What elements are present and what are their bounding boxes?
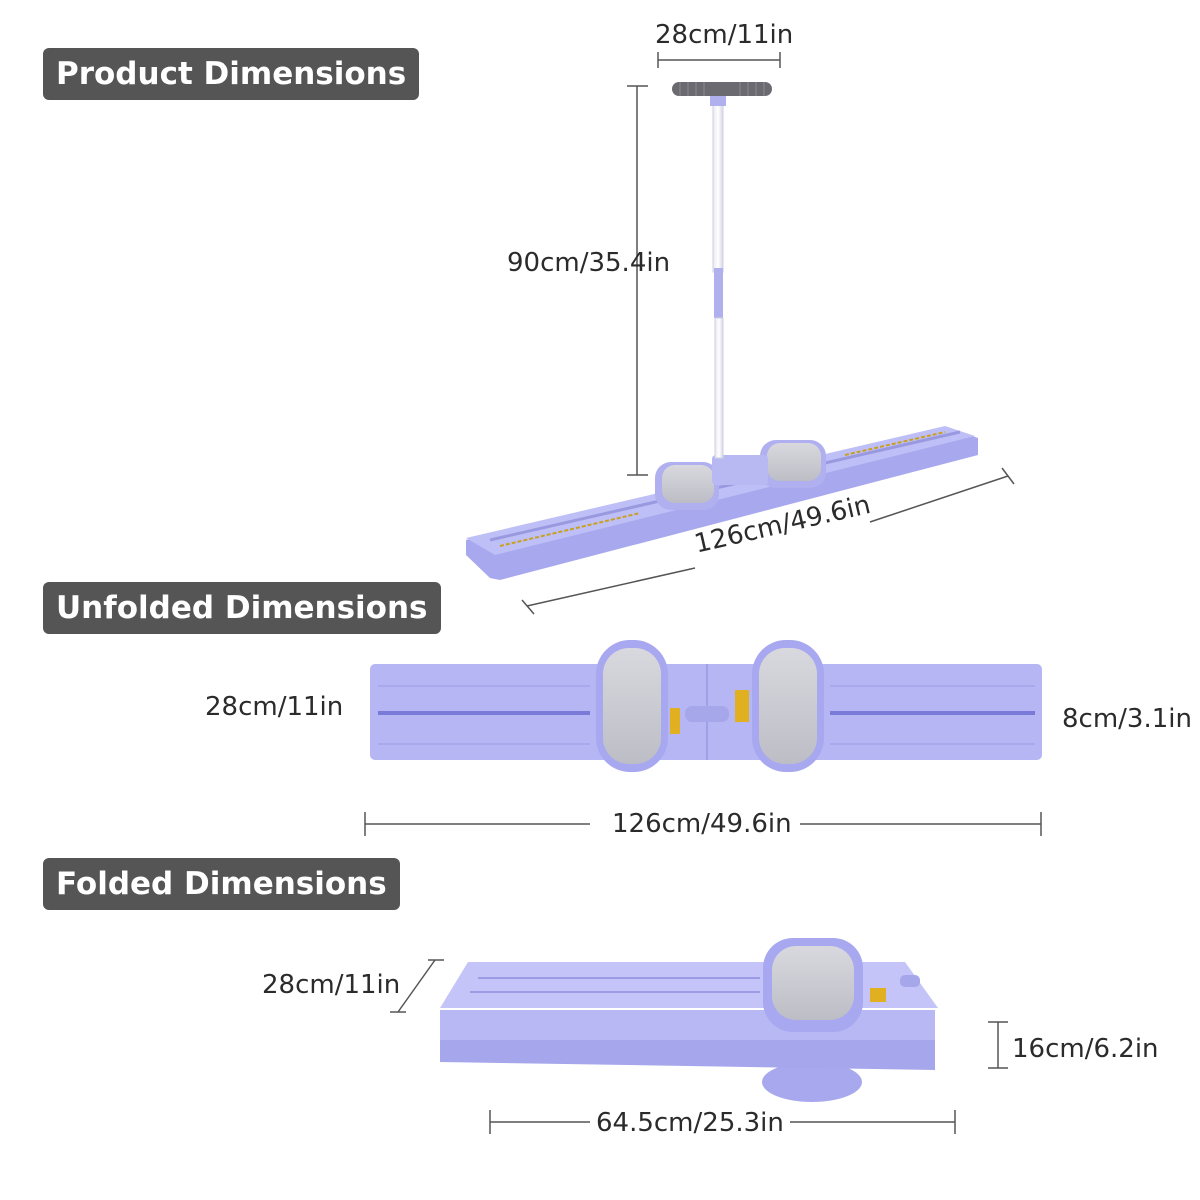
- length-marker-diagonal: [521, 467, 1015, 615]
- product-handle-width-label: 28cm/11in: [655, 20, 794, 50]
- folded-length-label: 64.5cm/25.3in: [596, 1108, 784, 1138]
- pole: [672, 82, 772, 459]
- folded-view: [390, 938, 1008, 1134]
- section-title-product: Product Dimensions: [43, 48, 420, 100]
- folded-height-label: 16cm/6.2in: [1012, 1034, 1159, 1064]
- section-title-unfolded: Unfolded Dimensions: [43, 582, 441, 634]
- unfolded-width-label: 28cm/11in: [205, 692, 344, 722]
- product-height-label: 90cm/35.4in: [507, 248, 671, 278]
- handle-width-marker: [657, 52, 781, 68]
- folded-height-marker: [988, 1021, 1008, 1069]
- height-marker: [627, 85, 648, 476]
- folded-length-marker: [489, 1110, 956, 1134]
- unfolded-thickness-label: 8cm/3.1in: [1062, 704, 1192, 734]
- unfolded-view: [364, 640, 1042, 836]
- section-title-folded: Folded Dimensions: [43, 858, 400, 910]
- folded-width-marker: [390, 959, 444, 1013]
- unfolded-length-label: 126cm/49.6in: [612, 809, 792, 839]
- foot-pads-perspective: [655, 440, 826, 510]
- product-view: [466, 52, 1015, 615]
- unfolded-length-marker: [364, 812, 1042, 836]
- board-perspective: [466, 426, 978, 580]
- folded-width-label: 28cm/11in: [262, 970, 401, 1000]
